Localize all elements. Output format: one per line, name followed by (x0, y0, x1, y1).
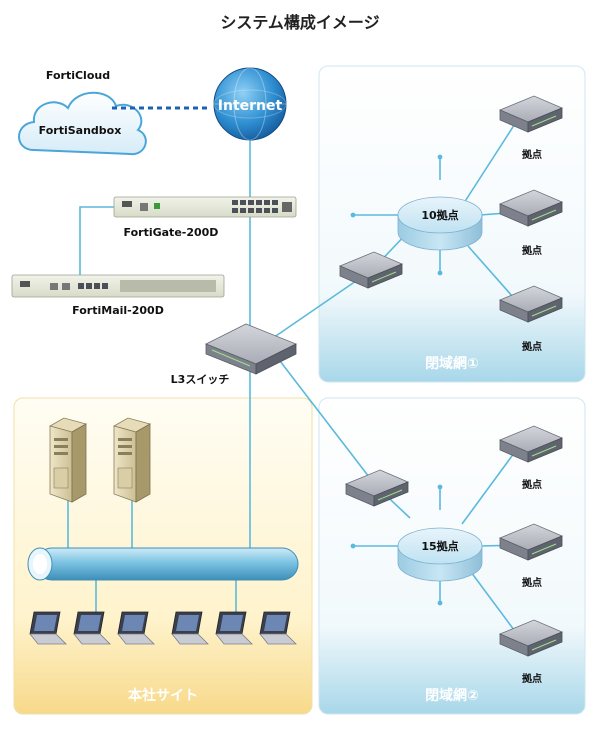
zone2-site-label-1: 拠点 (522, 478, 542, 491)
diagram-title: システム構成イメージ (220, 13, 379, 32)
zone1-hub: 10拠点 (397, 196, 483, 251)
lan-backbone-pipe (27, 547, 299, 581)
fortimail-label: FortiMail-200D (72, 304, 164, 317)
internet-label: Internet (218, 98, 283, 114)
zone1-site-label-1: 拠点 (522, 148, 542, 161)
forticloud-label: FortiCloud (46, 69, 110, 82)
spoke-endpoints (350, 154, 443, 606)
fortigate-label: FortiGate-200D (124, 226, 219, 239)
forticloud: FortiCloud FortiSandbox (18, 69, 147, 156)
server-2 (113, 417, 151, 503)
zone2-site-label-3: 拠点 (522, 672, 542, 685)
zone2-hub: 15拠点 (397, 527, 483, 582)
zone1-label: 閉域網① (425, 355, 479, 372)
zone2-label: 閉域網② (425, 687, 479, 704)
fortisandbox-label: FortiSandbox (39, 124, 122, 137)
server-1 (49, 417, 87, 503)
zone2-site-label-2: 拠点 (522, 576, 542, 589)
head-office-label: 本社サイト (128, 687, 198, 704)
zone1-site-label-2: 拠点 (522, 244, 542, 257)
zone2-hub-label: 15拠点 (421, 539, 458, 553)
l3-switch-label: L3スイッチ (171, 373, 230, 386)
zone1-site-label-3: 拠点 (522, 340, 542, 353)
fortigate-device (113, 196, 297, 218)
l3-switch (205, 323, 297, 375)
internet-globe: Internet (213, 67, 287, 141)
zone1-hub-label: 10拠点 (421, 208, 458, 222)
fortimail-device (11, 274, 225, 298)
